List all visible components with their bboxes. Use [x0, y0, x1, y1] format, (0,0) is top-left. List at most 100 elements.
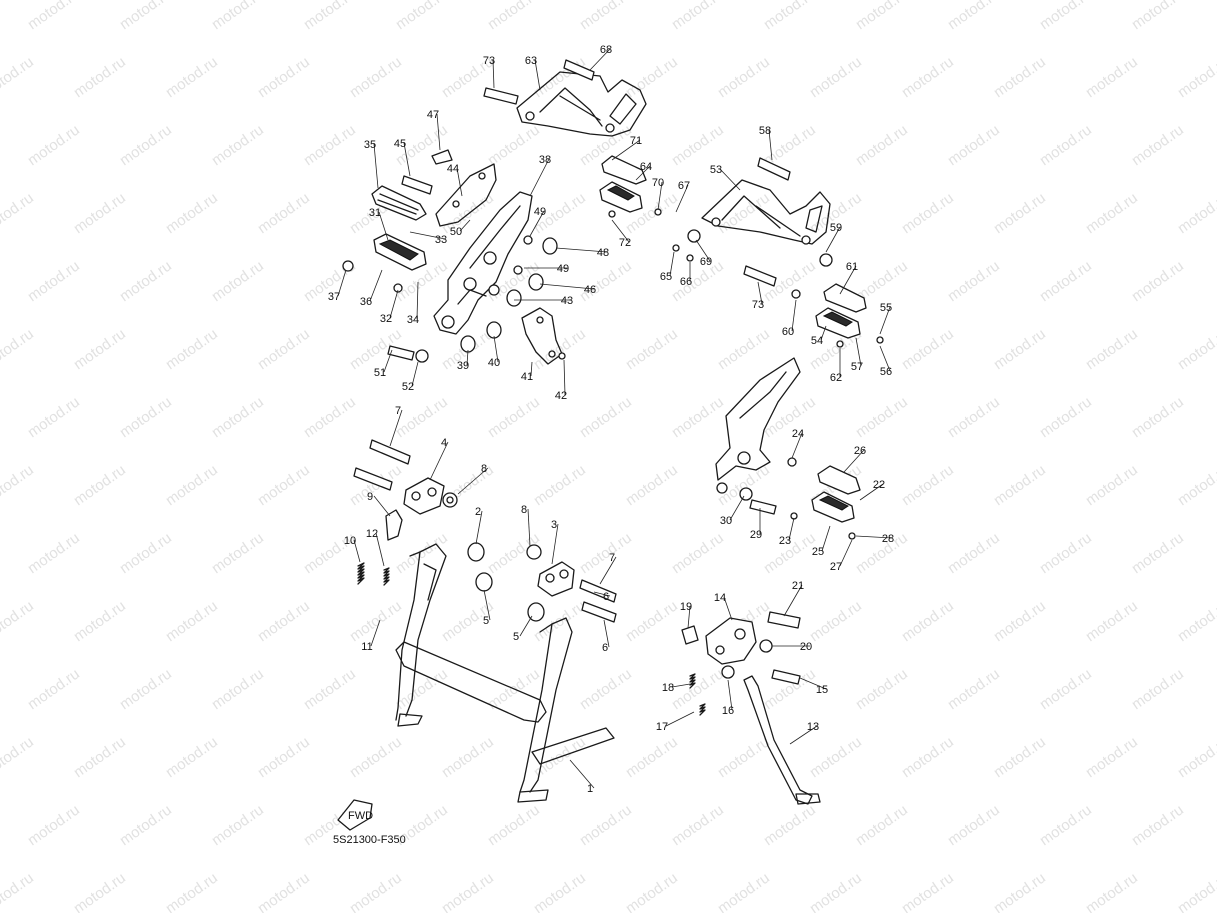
main-stand — [395, 543, 615, 803]
watermark-text: motod.ru — [577, 257, 635, 305]
callout-number: 22 — [873, 479, 885, 491]
callout-leader — [375, 532, 385, 567]
callout-number: 53 — [710, 164, 722, 176]
callout-leader — [436, 113, 441, 151]
callout-leader — [783, 584, 803, 617]
callout-leader — [611, 219, 630, 243]
watermark-text: motod.ru — [715, 53, 773, 101]
watermark-text: motod.ru — [623, 53, 681, 101]
callout-leader — [723, 596, 733, 621]
watermark-text: motod.ru — [25, 801, 83, 849]
watermark-text: motod.ru — [945, 121, 1003, 169]
watermark-text: motod.ru — [0, 733, 37, 781]
callout-number: 14 — [714, 592, 726, 604]
callout-number: 42 — [555, 390, 567, 402]
watermark-text: motod.ru — [899, 189, 957, 237]
callout-leader — [403, 142, 411, 177]
rear-footrest-bracket-right — [516, 71, 647, 137]
callout-leader — [555, 247, 608, 253]
callout-leader — [603, 619, 610, 648]
callout-number: 56 — [880, 366, 892, 378]
callout-leader — [879, 306, 891, 335]
callout-number: 4 — [441, 437, 447, 449]
callout-number: 24 — [792, 428, 804, 440]
callout-number: 12 — [366, 528, 378, 540]
callout-leader — [821, 525, 831, 552]
fwd-arrow: FWD — [337, 799, 373, 831]
watermark-text: motod.ru — [0, 597, 37, 645]
watermark-text: motod.ru — [1129, 121, 1187, 169]
watermark-text: motod.ru — [25, 665, 83, 713]
callout-number: 60 — [782, 326, 794, 338]
watermark-text: motod.ru — [393, 665, 451, 713]
leader-lines — [337, 48, 893, 789]
callout-number: 7 — [609, 552, 615, 564]
callout-number: 8 — [481, 463, 487, 475]
callout-leader — [492, 59, 495, 89]
callout-leader — [855, 337, 862, 367]
callout-number: 63 — [525, 55, 537, 67]
watermark-text: motod.ru — [1037, 801, 1095, 849]
callout-leader — [539, 283, 595, 290]
callout-leader — [493, 335, 499, 363]
callout-number: 50 — [450, 226, 462, 238]
watermark-text: motod.ru — [0, 53, 37, 101]
watermark-text: motod.ru — [25, 121, 83, 169]
callout-leader — [373, 143, 379, 189]
watermark-text: motod.ru — [485, 121, 543, 169]
callout-leader — [519, 615, 533, 637]
callout-number: 41 — [521, 371, 533, 383]
diagram-code: 5S21300-F350 — [333, 834, 406, 846]
watermark-text: motod.ru — [761, 0, 819, 33]
watermark-text: motod.ru — [163, 733, 221, 781]
watermark-text: motod.ru — [117, 665, 175, 713]
callout-number: 31 — [369, 207, 381, 219]
watermark-text: motod.ru — [991, 733, 1049, 781]
watermark-text: motod.ru — [1083, 869, 1141, 913]
watermark-text: motod.ru — [945, 665, 1003, 713]
watermark-text: motod.ru — [945, 257, 1003, 305]
callout-number: 6 — [602, 642, 608, 654]
callout-number: 40 — [488, 357, 500, 369]
callout-number: 29 — [750, 529, 762, 541]
callout-leader — [389, 409, 403, 447]
watermark-text: motod.ru — [25, 393, 83, 441]
watermark-text: motod.ru — [715, 869, 773, 913]
callout-number: 27 — [830, 561, 842, 573]
callout-number: 73 — [752, 299, 764, 311]
watermark-text: motod.ru — [1175, 597, 1217, 645]
callout-number: 2 — [475, 506, 481, 518]
callout-number: 65 — [660, 271, 672, 283]
watermark-text: motod.ru — [255, 325, 313, 373]
watermark-text: motod.ru — [945, 529, 1003, 577]
callout-number: 6 — [603, 591, 609, 603]
callout-leader — [534, 59, 541, 91]
watermark-text: motod.ru — [577, 0, 635, 33]
watermark-text: motod.ru — [899, 461, 957, 509]
front-footrest-bracket — [433, 191, 533, 335]
watermark-text: motod.ru — [0, 869, 37, 913]
callout-number: 68 — [600, 44, 612, 56]
watermark-text: motod.ru — [899, 869, 957, 913]
watermark-text: motod.ru — [117, 0, 175, 33]
watermark-text: motod.ru — [1175, 733, 1217, 781]
callout-number: 19 — [680, 601, 692, 613]
watermark-text: motod.ru — [715, 325, 773, 373]
callout-number: 10 — [344, 535, 356, 547]
callout-number: 25 — [812, 546, 824, 558]
callout-number: 28 — [882, 533, 894, 545]
watermark-text: motod.ru — [531, 869, 589, 913]
callout-number: 9 — [367, 491, 373, 503]
callout-number: 51 — [374, 367, 386, 379]
springs — [357, 562, 706, 716]
callout-leader — [657, 181, 663, 211]
callout-number: 15 — [816, 684, 828, 696]
watermark-text: motod.ru — [209, 801, 267, 849]
watermark-text: motod.ru — [1083, 325, 1141, 373]
watermark-text: motod.ru — [1129, 393, 1187, 441]
callout-leader — [719, 168, 741, 191]
callout-number: 55 — [880, 302, 892, 314]
callout-number: 52 — [402, 381, 414, 393]
